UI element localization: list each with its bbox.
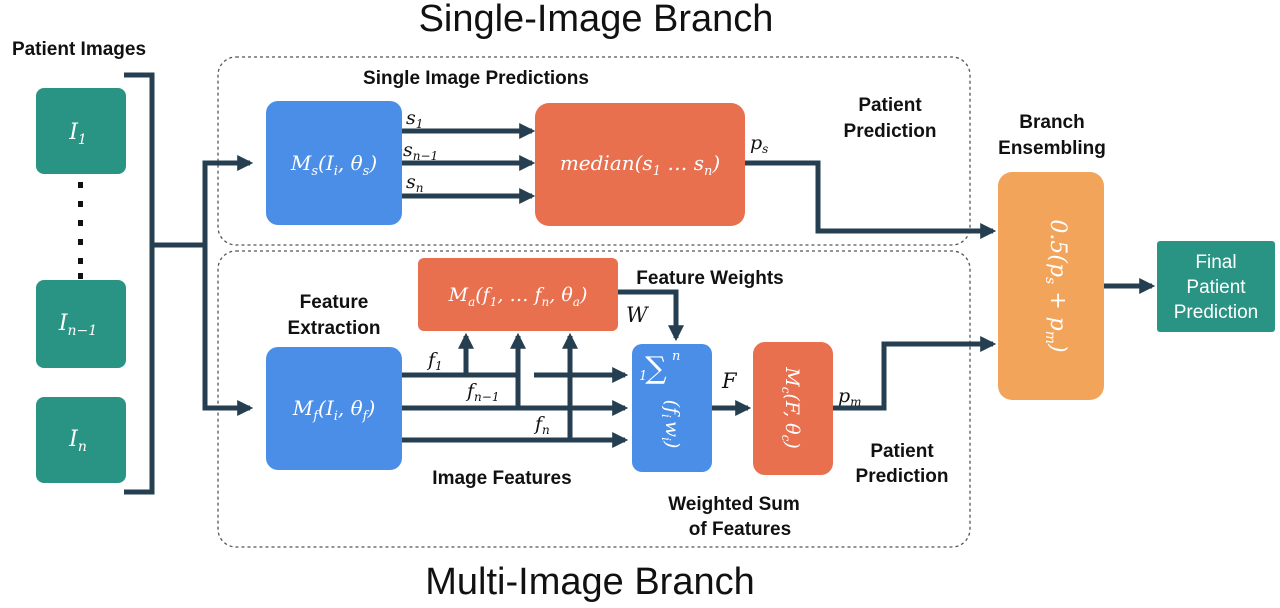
- branch-ensembling-line2: Ensembling: [998, 138, 1106, 159]
- image-box-n-minus-1: [36, 280, 126, 368]
- feature-extractor-box: [266, 347, 402, 470]
- attention-model-label: Ma(f1, … fn, θa): [448, 284, 588, 309]
- single-image-model-label: Ms(Ii, θs): [290, 151, 377, 179]
- patient-images-label: Patient Images: [12, 39, 146, 60]
- patient-prediction-bottom-line1: Patient: [870, 441, 934, 462]
- image-features-label: Image Features: [432, 468, 571, 489]
- patient-prediction-bottom-line2: Prediction: [856, 466, 949, 487]
- feature-extractor-label: Mf(Ii, θf): [292, 396, 376, 424]
- split-arrow-bottom: [202, 245, 254, 417]
- label-s1: s1: [406, 107, 423, 131]
- feature-extraction-line1: Feature: [300, 292, 369, 313]
- ensemble-box: [998, 172, 1104, 400]
- ellipsis-dots: [78, 182, 83, 279]
- branch-ensembling-line1: Branch: [1019, 112, 1084, 133]
- image-n-label: In: [68, 427, 87, 455]
- label-W: W: [626, 303, 650, 327]
- classifier-label: Mc(F, θc): [779, 366, 803, 449]
- ensemble-label: 0.5(ps + pm): [1042, 219, 1070, 352]
- patient-prediction-top-line1: Patient: [858, 95, 922, 116]
- image-box-1: [36, 88, 126, 174]
- final-line1: Final: [1195, 252, 1236, 273]
- final-line3: Prediction: [1174, 302, 1259, 323]
- arrow-ps-to-ensemble: [745, 160, 997, 240]
- image-n-minus-1-label: In−1: [58, 311, 97, 339]
- feature-extraction-line2: Extraction: [288, 318, 381, 339]
- image-box-n: [36, 397, 126, 483]
- final-prediction-box: [1157, 241, 1275, 332]
- sum-upper: n: [672, 349, 680, 364]
- image-1-label: I1: [68, 120, 87, 148]
- image-bracket: [124, 72, 155, 495]
- label-f1: f1: [426, 349, 443, 373]
- single-image-model-box: [266, 101, 402, 225]
- feature-weights-label: Feature Weights: [636, 268, 783, 289]
- median-box: [535, 103, 745, 226]
- label-fn: fn: [533, 413, 550, 437]
- multi-branch-title: Multi-Image Branch: [425, 561, 754, 603]
- sum-lower: 1: [639, 369, 647, 384]
- label-ps: ps: [750, 132, 768, 156]
- weighted-sum-line2: of Features: [689, 519, 791, 540]
- label-pm: pm: [838, 385, 862, 409]
- patient-prediction-top-line2: Prediction: [844, 121, 937, 142]
- single-branch-title: Single-Image Branch: [419, 0, 774, 40]
- final-line2: Patient: [1186, 277, 1246, 298]
- label-sn-minus-1: sn−1: [403, 139, 438, 163]
- median-label: median(s1 … sn): [560, 151, 720, 179]
- single-image-predictions-label: Single Image Predictions: [363, 68, 589, 89]
- weighted-sum-line1: Weighted Sum: [668, 494, 800, 515]
- sum-expression: (fiwi): [659, 400, 683, 449]
- split-arrow-top: [152, 154, 254, 248]
- weighted-sum-box: [632, 344, 712, 472]
- label-F: F: [721, 369, 738, 393]
- arrow-weights: [618, 289, 685, 342]
- label-fn-minus-1: fn−1: [465, 380, 499, 404]
- arrow-pm-to-ensemble: [833, 335, 997, 411]
- sum-sigma: ∑: [645, 351, 667, 386]
- classifier-box: [753, 342, 833, 475]
- label-sn: sn: [406, 171, 424, 195]
- attention-model-box: [418, 258, 618, 331]
